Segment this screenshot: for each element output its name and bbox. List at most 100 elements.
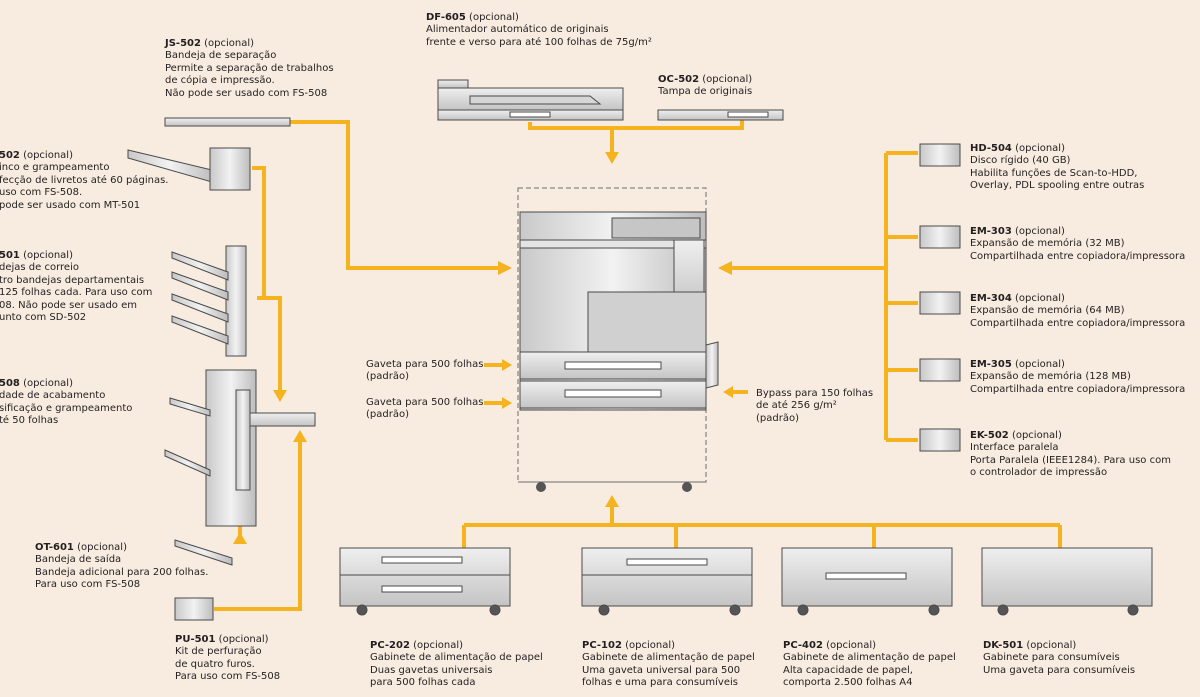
- label-pc402: PC-402 (opcional)Gabinete de alimentação…: [783, 640, 956, 690]
- pu501-desc-line: Para uso com FS-508: [175, 671, 281, 683]
- ek502-unit: [919, 428, 961, 452]
- ek502-optional-tag: (opcional): [1011, 430, 1062, 441]
- pc402-desc-line: Alta capacidade de papel,: [783, 664, 913, 676]
- ek502-heading: EK-502 (opcional): [970, 430, 1171, 442]
- em305-desc-line: Expansão de memória (128 MB): [970, 371, 1131, 383]
- em303-heading: EM-303 (opcional): [970, 226, 1185, 238]
- pc102-desc-line: folhas e uma para consumíveis: [582, 677, 738, 689]
- em303-desc-line: Compartilhada entre copiadora/impressora: [970, 250, 1186, 262]
- label-dk501: DK-501 (opcional)Gabinete para consumíve…: [983, 640, 1135, 677]
- js502-desc-line: de cópia e impressão.: [165, 75, 275, 87]
- em305-unit: [919, 358, 961, 382]
- em303-unit: [919, 225, 961, 249]
- sd502-desc-line: uso com FS-508.: [0, 187, 83, 199]
- ot601-optional-tag: (opcional): [77, 542, 127, 553]
- fs508-code: 508: [0, 378, 20, 389]
- pc402-optional-tag: (opcional): [826, 640, 877, 651]
- mt501-desc-line: tro bandejas departamentais: [0, 274, 145, 286]
- ot601-desc-line: Bandeja de saída: [35, 554, 122, 566]
- df605-code: DF-605: [426, 12, 466, 23]
- hd504-optional-tag: (opcional): [1015, 143, 1065, 154]
- mt501-desc-line: dejas de correio: [0, 262, 79, 274]
- hd504-heading: HD-504 (opcional): [970, 143, 1144, 155]
- hd504-desc-line: Disco rígido (40 GB): [970, 155, 1071, 167]
- mt501-optional-tag: (opcional): [23, 250, 73, 261]
- em305-desc-line: Compartilhada entre copiadora/impressora: [970, 383, 1186, 395]
- df605-optional-tag: (opcional): [469, 12, 519, 23]
- pu501-unit: [174, 597, 214, 621]
- drawer2-label: Gaveta para 500 folhas (padrão): [366, 397, 483, 422]
- ot601-desc-line: Bandeja adicional para 200 folhas.: [35, 566, 209, 578]
- pu501-desc-line: de quatro furos.: [175, 658, 255, 670]
- fs508-optional-tag: (opcional): [23, 378, 73, 389]
- label-em305: EM-305 (opcional)Expansão de memória (12…: [970, 359, 1185, 396]
- pc102-code: PC-102: [582, 640, 622, 651]
- em304-desc-line: Expansão de memória (64 MB): [970, 305, 1125, 317]
- em304-heading: EM-304 (opcional): [970, 293, 1185, 305]
- dk501-optional-tag: (opcional): [1026, 640, 1077, 651]
- pc202-desc-line: para 500 folhas cada: [370, 677, 476, 689]
- pc402-desc-line: comporta 2.500 folhas A4: [783, 677, 913, 689]
- ot601-desc-line: Para uso com FS-508: [35, 579, 141, 591]
- js502-desc-line: Permite a separação de trabalhos: [165, 62, 334, 74]
- ek502-desc-line: o controlador de impressão: [970, 467, 1108, 479]
- ot601-code: OT-601: [35, 542, 74, 553]
- em304-optional-tag: (opcional): [1015, 293, 1065, 304]
- pc402-unit: [781, 547, 953, 616]
- dk501-desc-line: Gabinete para consumíveis: [983, 652, 1120, 664]
- em305-optional-tag: (opcional): [1015, 359, 1065, 370]
- pc202-desc-line: Duas gavetas universais: [370, 664, 493, 676]
- label-em303: EM-303 (opcional)Expansão de memória (32…: [970, 226, 1185, 263]
- fs508-heading: 508 (opcional): [0, 378, 132, 390]
- mt501-heading: 501 (opcional): [0, 250, 152, 262]
- drawer1-label: Gaveta para 500 folhas (padrão): [366, 359, 483, 384]
- oc502-code: OC-502: [658, 74, 700, 85]
- mt501-desc-line: unto com SD-502: [0, 312, 87, 324]
- fs508-desc-line: té 50 folhas: [0, 415, 59, 427]
- mt501-desc-line: 08. Não pode ser usado em: [0, 299, 137, 311]
- sd502-desc-line: inco e grampeamento: [0, 162, 110, 174]
- pc102-unit: [581, 547, 753, 616]
- pc202-optional-tag: (opcional): [413, 640, 464, 651]
- label-df605: DF-605 (opcional)Alimentador automático …: [426, 12, 652, 49]
- main-copier: [517, 187, 719, 492]
- ek502-code: EK-502: [970, 430, 1009, 441]
- oc502-optional-tag: (opcional): [702, 74, 753, 85]
- label-pc202: PC-202 (opcional)Gabinete de alimentação…: [370, 640, 543, 690]
- sd502-code: 502: [0, 150, 20, 161]
- pc202-heading: PC-202 (opcional): [370, 640, 543, 652]
- bypass-line1: Bypass para 150 folhas: [756, 388, 874, 399]
- pc102-desc-line: Gabinete de alimentação de papel: [582, 652, 755, 664]
- label-oc502: OC-502 (opcional)Tampa de originais: [658, 74, 752, 99]
- hd504-desc-line: Overlay, PDL spooling entre outras: [970, 180, 1145, 192]
- hd504-unit: [919, 143, 961, 167]
- ot601-heading: OT-601 (opcional): [35, 542, 208, 554]
- oc502-heading: OC-502 (opcional): [658, 74, 752, 86]
- ek502-desc-line: Porta Paralela (IEEE1284). Para uso com: [970, 454, 1171, 466]
- sd502-unit: [127, 147, 251, 191]
- hd504-desc-line: Habilita funções de Scan-to-HDD,: [970, 167, 1138, 179]
- drawer1-line2: (padrão): [366, 371, 409, 383]
- ot601-tray: [174, 539, 233, 566]
- df605-heading: DF-605 (opcional): [426, 12, 652, 24]
- pu501-heading: PU-501 (opcional): [175, 634, 280, 646]
- mt501-code: 501: [0, 250, 20, 261]
- em304-code: EM-304: [970, 293, 1012, 304]
- pu501-optional-tag: (opcional): [218, 634, 269, 645]
- df605-desc-line: Alimentador automático de originais: [426, 24, 609, 36]
- js502-desc-line: Bandeja de separação: [165, 50, 277, 62]
- label-hd504: HD-504 (opcional)Disco rígido (40 GB)Hab…: [970, 143, 1144, 193]
- pc202-desc-line: Gabinete de alimentação de papel: [370, 652, 543, 664]
- dk501-code: DK-501: [983, 640, 1024, 651]
- fs508-desc-line: dade de acabamento: [0, 390, 106, 402]
- em303-optional-tag: (opcional): [1015, 226, 1065, 237]
- fs508-desc-line: sificação e grampeamento: [0, 402, 133, 414]
